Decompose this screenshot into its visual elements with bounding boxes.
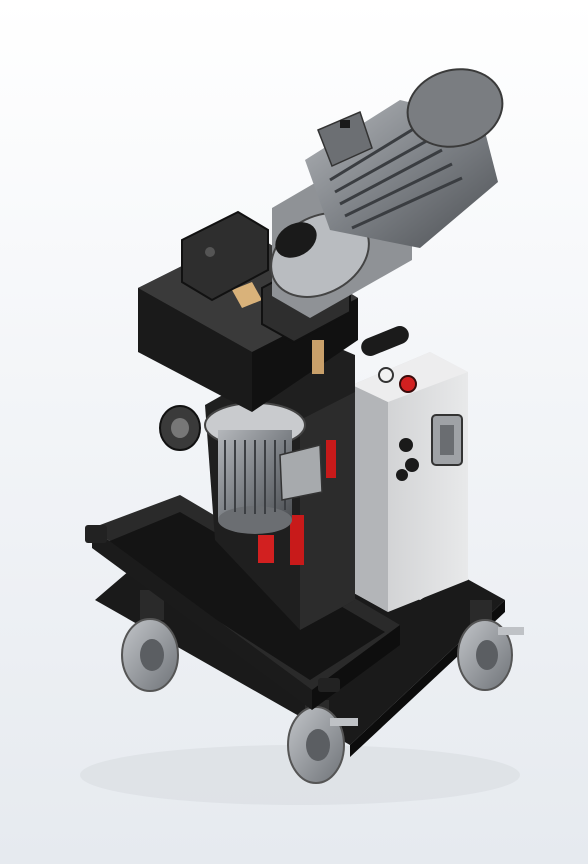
- red-marker: [290, 515, 304, 565]
- guide-roller: [232, 282, 262, 308]
- knob-icon: [405, 458, 419, 472]
- connector-icon: [396, 469, 408, 481]
- knob-icon: [399, 438, 413, 452]
- caster-wheel-right: [457, 600, 524, 691]
- emergency-stop-button-icon: [399, 375, 417, 393]
- caster-wheel-front-left: [121, 590, 179, 692]
- white-button-icon: [378, 367, 394, 383]
- chip-tray: [85, 495, 400, 710]
- lower-motor: [159, 402, 323, 534]
- red-marker: [258, 535, 274, 563]
- upper-motor: [270, 68, 504, 318]
- motor-hub: [275, 222, 317, 258]
- terminal-box: [279, 444, 323, 501]
- red-marker: [326, 440, 336, 478]
- cabinet-handle: [361, 326, 409, 356]
- motor-fan-cover: [406, 68, 504, 148]
- clamp-left: [181, 210, 269, 302]
- motor-terminal-box: [317, 110, 373, 168]
- guide-roller: [312, 340, 324, 374]
- control-cabinet: [352, 326, 468, 612]
